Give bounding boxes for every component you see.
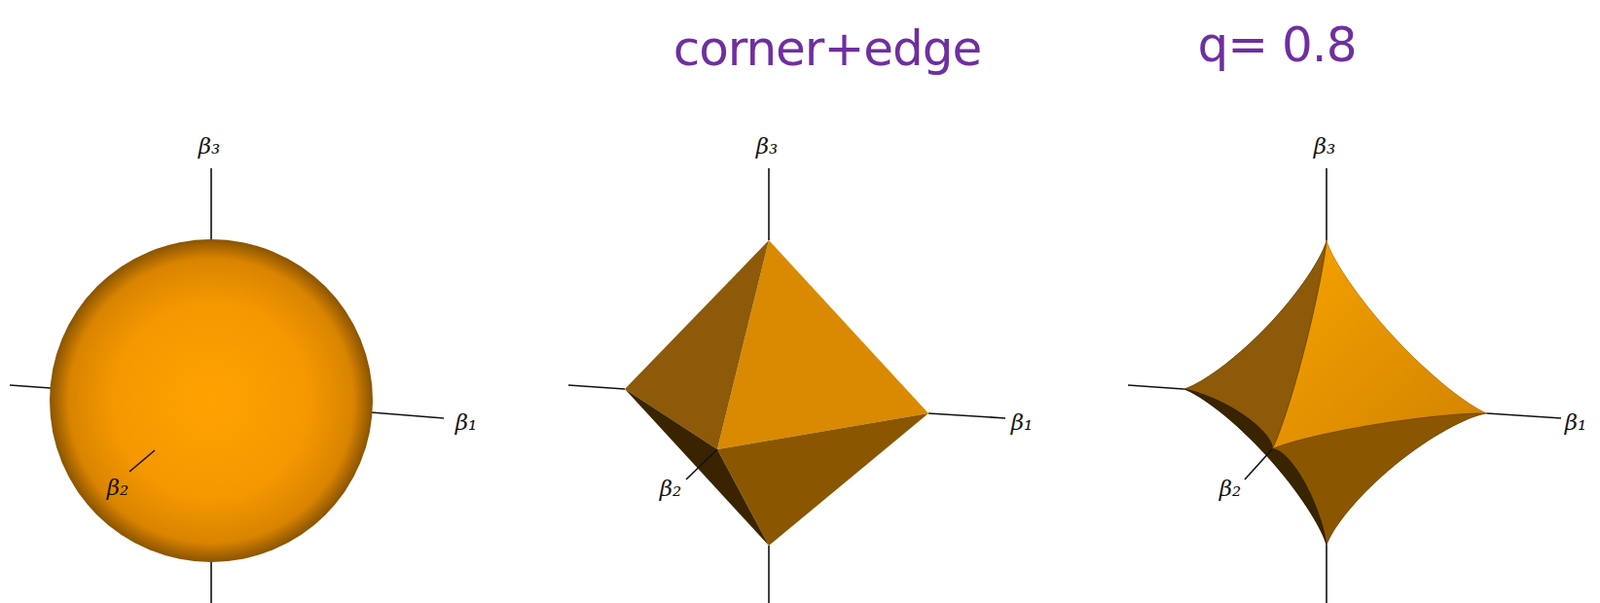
axis-line — [210, 168, 213, 241]
octahedron-face — [717, 413, 929, 546]
q-ball-face — [1183, 240, 1327, 450]
octahedron-face — [624, 240, 769, 450]
axis-label: β₃ — [756, 135, 779, 158]
handwritten-note: corner+edge — [673, 24, 982, 73]
q-ball-face — [1183, 389, 1327, 546]
axis-label: β₂ — [107, 476, 130, 500]
axis-line — [1325, 545, 1328, 603]
sphere-panel — [9, 168, 444, 603]
handwritten-note: q= 0.8 — [1197, 20, 1356, 70]
axis-line — [9, 385, 51, 389]
q-ball-face — [1272, 413, 1488, 546]
axis-label: β₃ — [198, 135, 221, 158]
axis-label: β₁ — [1011, 411, 1034, 435]
axis-line — [767, 168, 770, 241]
axis-line — [210, 560, 213, 603]
axis-label: β₁ — [455, 411, 478, 435]
axis-line — [928, 413, 1006, 419]
axis-line — [1244, 449, 1273, 480]
axis-label: β₂ — [659, 477, 683, 501]
axis-line — [686, 449, 718, 480]
axis-line — [129, 450, 155, 473]
axis-label: β₃ — [1313, 135, 1337, 158]
axis-label: β₁ — [1564, 411, 1588, 435]
axis-line — [1487, 413, 1562, 419]
axis-line — [370, 412, 444, 419]
q-ball-panel — [1127, 168, 1562, 603]
axis-line — [1325, 168, 1328, 241]
axis-line — [568, 385, 625, 390]
octahedron-panel — [568, 168, 1006, 603]
l2-sphere — [49, 239, 373, 563]
axis-line — [767, 545, 770, 603]
octahedron-face — [624, 389, 769, 546]
axis-label: β₂ — [1219, 477, 1242, 501]
axis-line — [1127, 385, 1184, 390]
